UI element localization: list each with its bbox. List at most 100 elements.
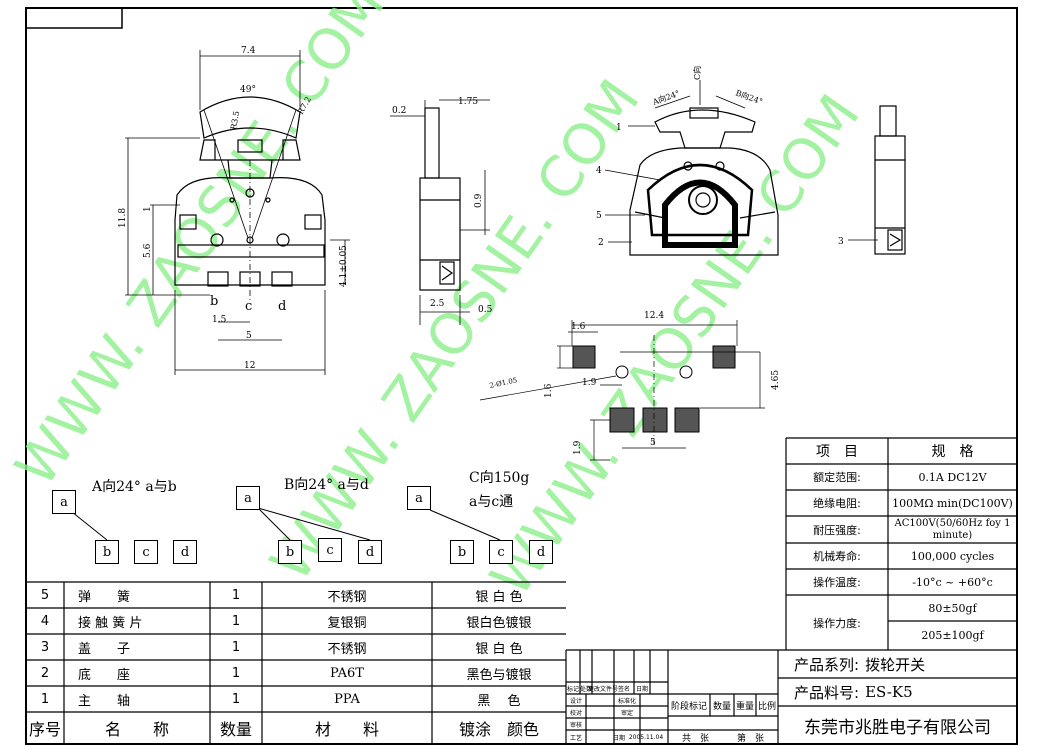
- date-label: 日期: [613, 734, 626, 742]
- pad-dim-h: 1.6: [544, 383, 554, 398]
- dim-angle: 49°: [240, 85, 256, 95]
- stage-header: 阶段标记: [670, 701, 707, 712]
- bom-finish: 银 白 色: [475, 589, 523, 605]
- bom-material: PPA: [334, 691, 360, 707]
- logic-b-box-b: b: [278, 540, 302, 564]
- top-c-label: C向: [692, 66, 702, 80]
- spec-row-label: 绝缘电阻:: [813, 497, 861, 510]
- bom-no: 4: [40, 613, 50, 629]
- sign-row: 审核: [569, 721, 582, 729]
- stage-header: 数量: [712, 701, 731, 712]
- sign-row: 工艺: [569, 734, 582, 742]
- pin-d-label: d: [278, 299, 286, 314]
- dim-width-bottom: 12: [244, 361, 255, 371]
- bom-name: 底 座: [78, 667, 131, 683]
- side-dim-1: 0.2: [392, 106, 406, 116]
- pad-dim-top: 1.6: [571, 322, 586, 332]
- logic-a-box-d: d: [173, 540, 197, 564]
- bom-name: 弹 簧: [78, 589, 131, 605]
- sign-header: 签名: [617, 685, 630, 693]
- spec-row-value: 0.1A DC12V: [918, 470, 987, 484]
- side-dim-2: 1.75: [458, 97, 478, 107]
- pad-layout: [479, 320, 765, 461]
- logic-b-box-a: a: [236, 486, 260, 510]
- callout-4: 4: [596, 166, 602, 176]
- side-view: [390, 99, 490, 325]
- stage-header: 比例: [757, 701, 776, 712]
- sheet-number: 第 张: [736, 733, 764, 744]
- logic-b-box-d: d: [358, 540, 382, 564]
- bom-qty: 1: [231, 587, 241, 603]
- pad-dim-span: 12.4: [644, 311, 664, 321]
- spec-header-value: 规 格: [931, 444, 974, 460]
- spec-row-value: 100,000 cycles: [910, 549, 995, 563]
- product-series-value: 拨轮开关: [865, 655, 926, 674]
- outer-border: [25, 7, 1018, 745]
- spec-row-label: 耐压强度:: [813, 523, 861, 537]
- bom-qty: 1: [231, 665, 241, 681]
- pin-c-label: c: [245, 299, 252, 314]
- bom-header-finish: 镀涂 颜色: [458, 720, 539, 739]
- callout-3: 3: [838, 237, 844, 247]
- bom-name: 盖 子: [78, 641, 131, 657]
- dim-1: 1: [143, 206, 153, 212]
- pin-b-label: b: [210, 294, 218, 309]
- logic-b-title: B向24° a与d: [284, 477, 369, 493]
- bom-material: 复银铜: [327, 615, 367, 631]
- logic-c-box-a: a: [407, 486, 431, 510]
- dim-height-total: 11.8: [118, 208, 128, 228]
- bom-header-no: 序号: [28, 720, 61, 739]
- bom-qty: 1: [231, 613, 241, 629]
- logic-b-box-c: c: [318, 538, 342, 562]
- pad-dim-5: 5: [650, 438, 656, 448]
- date-value: 2005.11.04: [628, 733, 664, 741]
- bom-no: 3: [40, 639, 50, 655]
- dim-pitch: 1.5: [212, 315, 227, 325]
- bom-header-qty: 数量: [219, 720, 252, 739]
- logic-c-title-2: a与c通: [469, 494, 514, 510]
- logic-c-box-d: d: [529, 540, 553, 564]
- table-grid: [26, 437, 1017, 744]
- spec-row-value: AC100V(50/60Hz foy 1 minute): [894, 517, 1011, 541]
- dim-height-mid: 5.6: [143, 243, 153, 258]
- dim-4: 4.1±0.05: [339, 245, 349, 287]
- logic-a-box-a: a: [52, 490, 76, 514]
- approve-label: 审定: [620, 709, 633, 717]
- switch-connectors: [71, 507, 501, 541]
- bom-no: 5: [40, 587, 50, 603]
- sign-header: 日期: [635, 685, 648, 693]
- pad-dim-465: 4.65: [771, 370, 781, 390]
- product-series-label: 产品系列:: [794, 655, 860, 674]
- top-b-label: B向24°: [734, 87, 764, 106]
- side-dim-3: 0.9: [474, 193, 484, 208]
- sign-row: 校对: [569, 709, 582, 717]
- bom-finish: 银 白 色: [475, 641, 523, 657]
- stage-header: 重量: [735, 701, 754, 712]
- callout-5: 5: [596, 211, 602, 221]
- front-view: [125, 50, 350, 375]
- company-name: 东莞市兆胜电子有限公司: [804, 717, 991, 738]
- logic-a-box-c: c: [134, 540, 158, 564]
- bom-no: 1: [40, 691, 50, 707]
- logic-c-box-c: c: [489, 540, 513, 564]
- right-side-view: [848, 105, 906, 255]
- product-series: 产品系列: 拨轮开关: [786, 650, 1016, 678]
- spec-row-label: 机械寿命:: [813, 550, 861, 563]
- spec-force-value-1: 80±50gf: [928, 601, 977, 615]
- sign-header: 标记: [566, 685, 579, 693]
- logic-c-box-b: b: [450, 540, 474, 564]
- logic-a-title: A向24° a与b: [92, 479, 177, 495]
- corner-tag: [25, 7, 123, 29]
- std-label: 标准化: [617, 697, 636, 705]
- dim-r1: R3.5: [229, 110, 241, 130]
- pad-dim-hole: 2-Ø1.05: [489, 376, 518, 390]
- bom-qty: 1: [231, 639, 241, 655]
- product-part-label: 产品料号:: [794, 683, 860, 702]
- spec-row-label: 操作温度:: [813, 576, 861, 589]
- sign-row: 设计: [569, 697, 582, 705]
- spec-row-value: 100MΩ min(DC100V): [892, 496, 1013, 510]
- bom-qty: 1: [231, 691, 241, 707]
- pad-dim-gap: 1.9: [582, 378, 597, 388]
- bom-name: 接 触 簧 片: [78, 615, 143, 631]
- top-view: [604, 80, 779, 256]
